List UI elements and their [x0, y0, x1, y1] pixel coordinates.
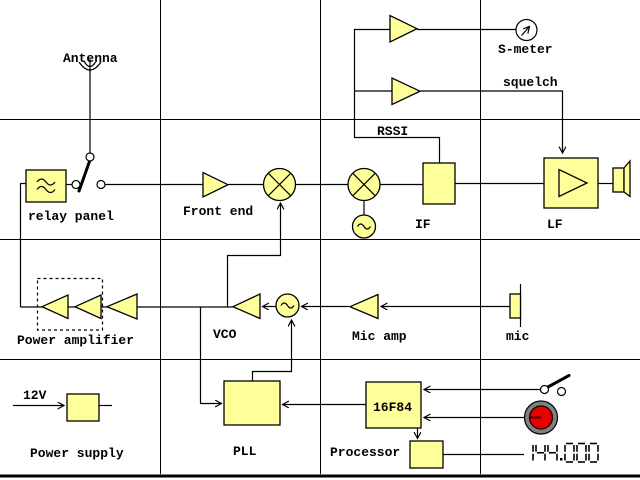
- ac-waves-icon: [36, 178, 56, 194]
- label-antenna: Antenna: [63, 51, 118, 66]
- label-squelch: squelch: [503, 75, 558, 90]
- frequency-display: [532, 442, 599, 463]
- label-relay-panel: relay panel: [28, 209, 114, 224]
- s-meter-amp: [389, 14, 419, 44]
- arrow-wires: [13, 90, 563, 439]
- processor-chip-box: [365, 381, 422, 429]
- power-supply-box: [66, 393, 100, 422]
- label-power-amplifier: Power amplifier: [17, 333, 134, 348]
- squelch-amp: [391, 76, 422, 106]
- display-driver-box: [409, 440, 444, 469]
- vco-amp: [231, 292, 261, 320]
- label-processor: Processor: [330, 445, 400, 460]
- label-mic-amp: Mic amp: [352, 329, 407, 344]
- label-lf: LF: [547, 217, 563, 232]
- power-amplifier-dashed-box: [36, 277, 104, 331]
- rx-mixer-2: [347, 167, 381, 202]
- label-16f84: 16F84: [373, 400, 412, 415]
- if-box: [422, 162, 456, 205]
- relay-panel-block: [25, 169, 67, 203]
- label-front-end: Front end: [183, 204, 253, 219]
- label-vco: VCO: [213, 327, 237, 342]
- lf-block: [543, 157, 599, 209]
- local-oscillator: [351, 214, 377, 239]
- power-amplifier-block: [36, 277, 138, 331]
- label-s-meter: S-meter: [498, 42, 553, 57]
- rx-mixer-1: [262, 167, 297, 202]
- ptt-switch: [539, 374, 571, 397]
- speaker-icon: [612, 159, 631, 198]
- tuning-knob: [523, 400, 559, 435]
- pll-box: [223, 380, 281, 426]
- label-12v: 12V: [23, 388, 47, 403]
- mic-icon: [509, 293, 522, 319]
- wires: [19, 28, 613, 456]
- label-pll: PLL: [233, 444, 257, 459]
- label-rssi: RSSI: [377, 124, 408, 139]
- mic-amp-triangle: [348, 293, 379, 320]
- s-meter-icon: [515, 18, 538, 42]
- label-power-supply: Power supply: [30, 446, 124, 461]
- modulation-oscillator: [275, 293, 300, 318]
- label-if: IF: [415, 217, 431, 232]
- lf-amp-triangle: [558, 168, 589, 198]
- antenna-icon: [78, 59, 102, 73]
- antenna-switch: [71, 152, 106, 193]
- label-mic: mic: [506, 329, 530, 344]
- front-end-amp: [202, 171, 230, 199]
- bottom-border: [0, 474, 640, 478]
- relay-panel-box: [25, 169, 67, 203]
